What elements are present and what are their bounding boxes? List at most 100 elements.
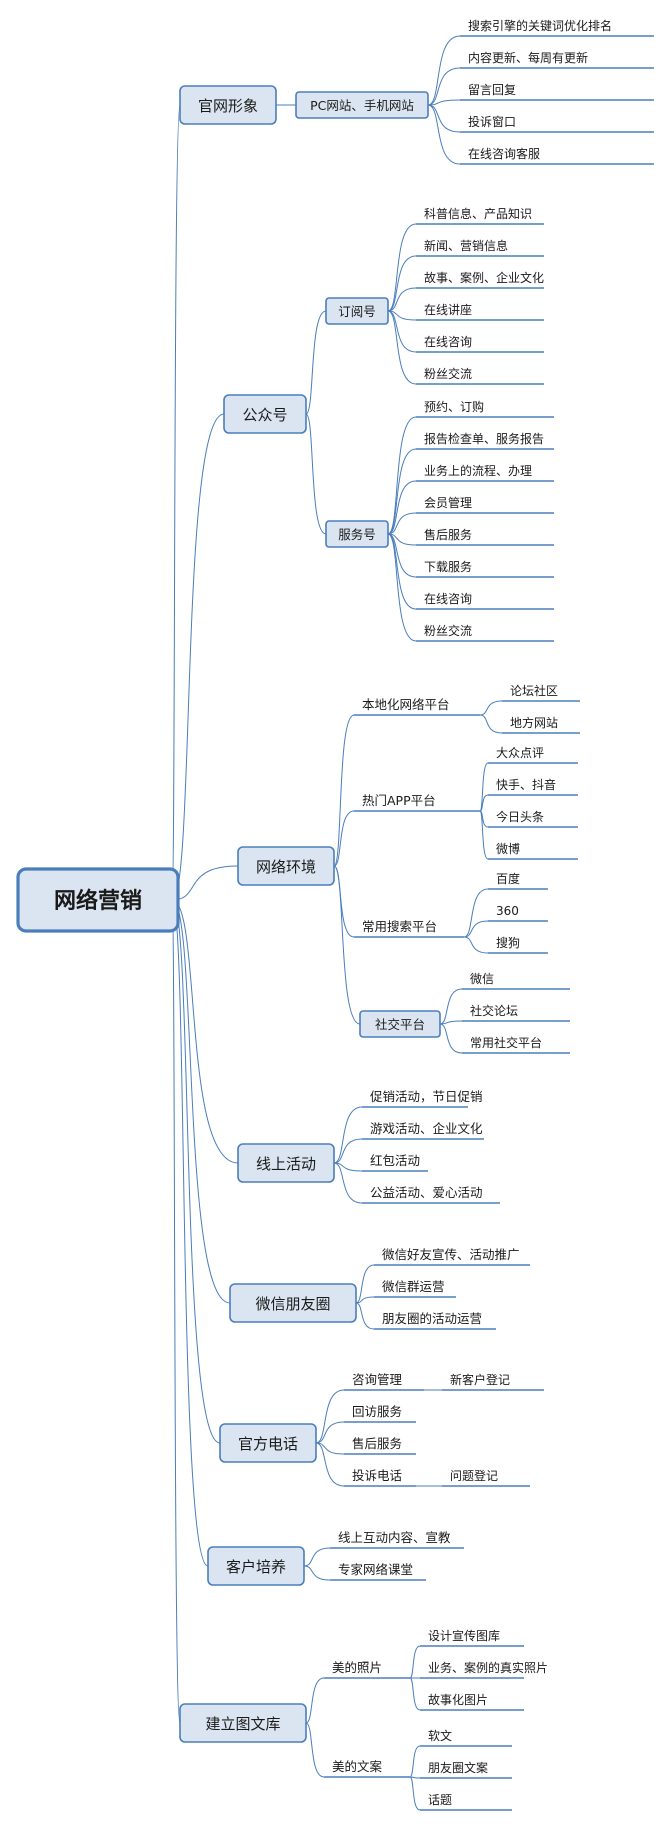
connector-line [409, 1776, 421, 1811]
connector-line [333, 1162, 363, 1204]
connector-line [409, 1776, 421, 1779]
branch-node-label: 微信朋友圈 [255, 1295, 330, 1313]
connector-line [479, 762, 489, 812]
sub-node-label: 公益活动、爱心活动 [370, 1185, 483, 1200]
connector-line [387, 310, 417, 353]
branch-node-box [207, 1546, 305, 1586]
leaf-node-label: 设计宣传图库 [428, 1628, 500, 1643]
connector-line [427, 99, 461, 106]
connector-line [479, 794, 489, 812]
connector-line [463, 888, 489, 938]
branch-node-label: 客户培养 [226, 1558, 286, 1576]
leaf-node-label: 下载服务 [424, 559, 472, 574]
leaf-node-label: 问题登记 [450, 1468, 498, 1483]
leaf-node-label: 快手、抖音 [496, 777, 556, 792]
leaf-node-label: 故事化图片 [428, 1692, 488, 1707]
sub-node-box [359, 1010, 441, 1038]
leaf-node-label: 论坛社区 [510, 683, 558, 698]
leaf-node-label: 软文 [428, 1728, 452, 1743]
leaf-node-label: 科普信息、产品知识 [424, 206, 532, 221]
sub-node-label: 朋友圈的活动运营 [382, 1311, 482, 1326]
sub-node-label: 红包活动 [370, 1153, 420, 1168]
sub-node-label: 投诉电话 [352, 1468, 402, 1483]
branch-node-label: 官网形象 [198, 97, 258, 115]
connector-line [305, 413, 327, 535]
branch-node-label: 公众号 [242, 406, 287, 424]
sub-node-box [295, 91, 429, 119]
leaf-node-label: 粉丝交流 [424, 366, 472, 381]
leaf-node-label: 新客户登记 [450, 1372, 510, 1387]
leaf-node-label: 话题 [428, 1793, 452, 1807]
branch-node-label: 建立图文库 [205, 1715, 280, 1733]
connector-line [409, 1645, 421, 1679]
branch-node-label: 线上活动 [256, 1155, 316, 1173]
connector-line [171, 899, 221, 1444]
sub-node-label: 热门APP平台 [362, 793, 436, 808]
leaf-node-label: 搜狗 [496, 935, 520, 950]
leaf-node-label: 报告检查单、服务报告 [424, 431, 544, 446]
connector-line [387, 287, 417, 312]
connector-line [171, 899, 181, 1724]
branch-node-box [237, 1143, 335, 1183]
leaf-node-label: 业务、案例的真实照片 [428, 1660, 548, 1675]
root-node-box [16, 867, 180, 933]
connector-line [333, 810, 355, 867]
connector-line [387, 416, 417, 535]
connector-line [387, 480, 417, 535]
connector-line [333, 1162, 363, 1172]
sub-node-label: 咨询管理 [352, 1372, 403, 1387]
connectors [171, 35, 503, 1811]
sub-node-label: 常用搜索平台 [362, 919, 437, 934]
connector-line [355, 1296, 375, 1304]
connector-line [333, 1106, 363, 1164]
leaf-node-label: 业务上的流程、办理 [424, 463, 532, 478]
leaf-node-label: 360 [496, 904, 519, 918]
leaf-node-label: 地方网站 [510, 715, 558, 730]
leaf-node-label: 在线咨询 [424, 591, 472, 606]
connector-line [355, 1264, 375, 1304]
connector-line [171, 413, 225, 901]
branch-node-box [219, 1423, 317, 1463]
sub-node-label: 微信群运营 [382, 1279, 445, 1294]
sub-node-label: 订阅号 [338, 304, 376, 319]
connector-line [171, 899, 209, 1567]
branch-node-box [237, 846, 335, 886]
leaf-node-label: 预约、订购 [424, 399, 484, 414]
connector-line [387, 310, 417, 385]
sub-node-label: 微信好友宣传、活动推广 [382, 1247, 520, 1262]
connector-line [387, 512, 417, 535]
sub-node-box [325, 520, 389, 548]
connector-line [409, 1677, 421, 1711]
leaf-node-label: 搜索引擎的关键词优化排名 [468, 18, 612, 33]
leaf-node-label: 社交论坛 [470, 1003, 518, 1018]
connector-line [479, 810, 489, 860]
connector-line [479, 700, 503, 716]
connector-line [427, 35, 461, 106]
branch-node-label: 网络环境 [256, 858, 316, 876]
leaf-node-label: 售后服务 [424, 527, 472, 542]
leaf-node-label: 今日头条 [496, 809, 544, 824]
branch-node-box [223, 394, 307, 434]
leaf-node-label: 会员管理 [424, 495, 472, 510]
sub-node-label: 专家网络课堂 [338, 1562, 413, 1577]
connector-line [171, 865, 239, 901]
connector-line [333, 865, 355, 938]
connector-line [305, 310, 327, 415]
connector-line [333, 1138, 363, 1164]
leaf-node-label: 朋友圈文案 [428, 1760, 488, 1775]
leaf-node-label: 内容更新、每周有更新 [468, 50, 588, 65]
connector-line [463, 920, 489, 938]
leaf-node-label: 微信 [470, 972, 494, 986]
leaf-node-label: 常用社交平台 [470, 1035, 542, 1050]
connector-line [427, 104, 461, 165]
leaf-node-label: 在线讲座 [424, 302, 472, 317]
connector-line [409, 1745, 421, 1778]
sub-node-label: 美的文案 [332, 1759, 383, 1774]
connector-line [439, 988, 463, 1025]
leaf-node-label: 在线咨询 [424, 334, 472, 349]
branch-node-box [179, 85, 277, 125]
connector-line [315, 1442, 345, 1487]
sub-node-label: 本地化网络平台 [362, 697, 450, 712]
